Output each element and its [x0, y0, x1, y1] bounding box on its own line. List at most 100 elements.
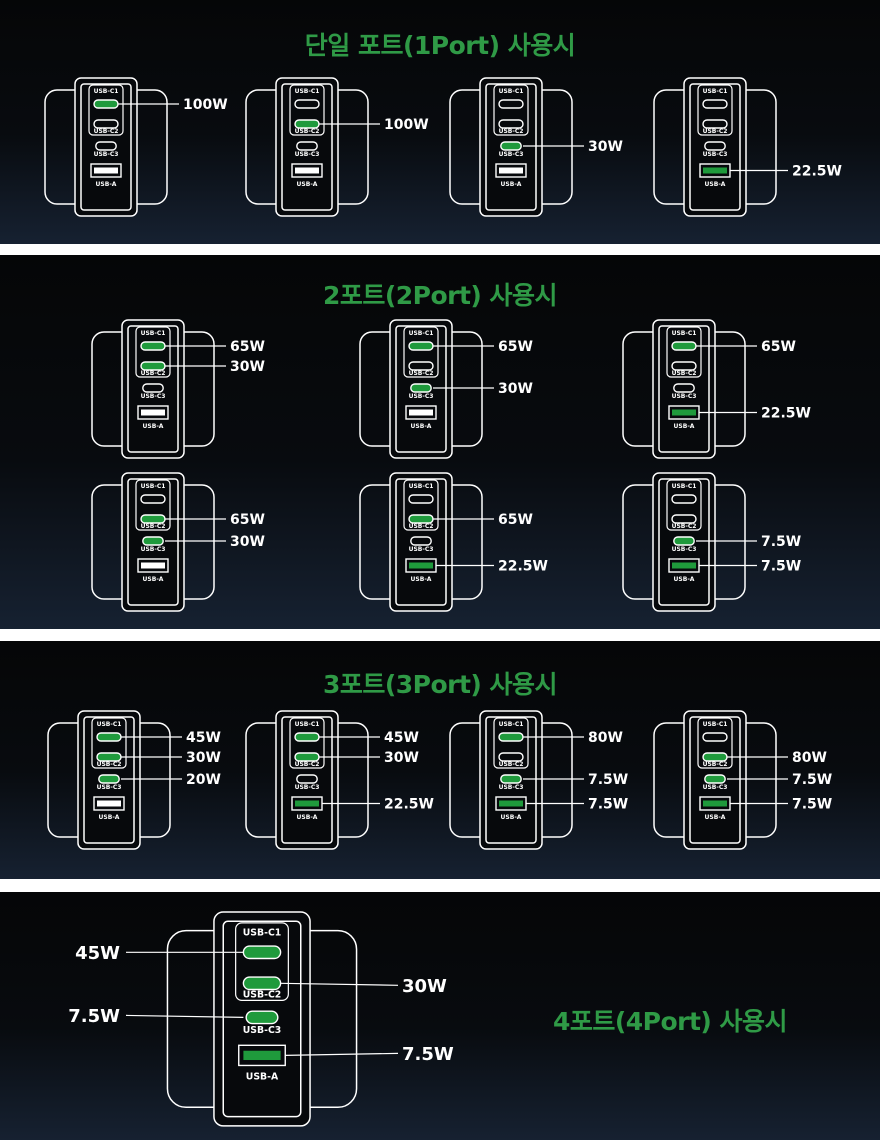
port-name-a: USB-A: [246, 1072, 279, 1083]
usb-a-tongue: [141, 562, 165, 569]
usb-c-group: [88, 84, 124, 136]
usb-c2-port: [498, 119, 524, 129]
prong-tab: [683, 77, 747, 217]
prong-tab: [275, 77, 339, 217]
port-name-c3: USB-C3: [141, 393, 166, 400]
port-strip: [127, 325, 179, 453]
power-label: 30W: [186, 750, 221, 766]
usb-a-tongue: [295, 167, 319, 174]
port-name-c3: USB-C3: [295, 784, 320, 791]
power-label: 22.5W: [761, 406, 811, 422]
port-name-a: USB-A: [297, 181, 318, 188]
usb-c2-port: [96, 752, 122, 762]
power-label: 65W: [230, 339, 265, 355]
usb-c1-port: [93, 99, 119, 109]
usb-c3-port: [142, 536, 164, 546]
port-name-c3: USB-C3: [672, 546, 697, 553]
port-name-a: USB-A: [501, 181, 522, 188]
port-name-c3: USB-C3: [409, 546, 434, 553]
usb-c-group: [135, 326, 171, 378]
usb-c3-port: [95, 141, 117, 151]
usb-a-tongue: [243, 1050, 281, 1061]
usb-c3-port: [98, 774, 120, 784]
usb-c-group: [697, 717, 733, 769]
port-name-c1: USB-C1: [672, 330, 697, 337]
port-name-a: USB-A: [99, 814, 120, 821]
power-label: 7.5W: [792, 797, 832, 813]
port-name-c1: USB-C1: [141, 483, 166, 490]
port-name-c2: USB-C2: [409, 523, 434, 530]
usb-c3-port: [296, 774, 318, 784]
usb-c1-port: [702, 732, 728, 742]
power-label: 22.5W: [498, 559, 548, 575]
usb-c-group: [289, 84, 325, 136]
power-label: 30W: [384, 750, 419, 766]
port-strip: [127, 478, 179, 606]
power-label: 45W: [384, 730, 419, 746]
usb-c-group: [235, 922, 289, 1001]
port-name-c3: USB-C3: [499, 784, 524, 791]
port-name-a: USB-A: [143, 576, 164, 583]
leader-line: [125, 1014, 244, 1018]
port-name-a: USB-A: [96, 181, 117, 188]
power-label: 65W: [498, 339, 533, 355]
leader-line: [285, 1052, 399, 1056]
prong-tab: [121, 319, 185, 459]
usb-c2-port: [408, 361, 434, 371]
usb-a-tongue: [94, 167, 118, 174]
power-label: 20W: [186, 772, 221, 788]
usb-c-group: [91, 717, 127, 769]
port-strip: [83, 716, 135, 844]
power-label: 45W: [75, 943, 120, 964]
usb-a-tongue: [703, 800, 727, 807]
port-name-c1: USB-C1: [499, 88, 524, 95]
port-name-a: USB-A: [705, 181, 726, 188]
usb-a-tongue: [499, 800, 523, 807]
port-name-c3: USB-C3: [141, 546, 166, 553]
usb-c2-port: [242, 976, 282, 991]
usb-c2-port: [294, 119, 320, 129]
port-name-c2: USB-C2: [409, 370, 434, 377]
port-name-c3: USB-C3: [409, 393, 434, 400]
port-strip: [485, 83, 537, 211]
power-label: 45W: [186, 730, 221, 746]
usb-c3-port: [673, 383, 695, 393]
usb-c1-port: [242, 945, 282, 960]
port-name-a: USB-A: [411, 576, 432, 583]
usb-c-group: [289, 717, 325, 769]
usb-a-tongue: [409, 409, 433, 416]
single-port-diagrams: USB-C1USB-C2USB-C3USB-A100WUSB-C1USB-C2U…: [44, 77, 842, 217]
power-label: 7.5W: [792, 772, 832, 788]
port-name-c1: USB-C1: [97, 721, 122, 728]
port-name-c2: USB-C2: [141, 370, 166, 377]
leader-line: [280, 982, 399, 986]
two-port-diagrams: USB-C1USB-C2USB-C3USB-A65W30WUSB-C1USB-C…: [91, 319, 811, 612]
power-label: 22.5W: [792, 164, 842, 180]
usb-c3-port: [410, 536, 432, 546]
usb-a-tongue: [409, 562, 433, 569]
power-label: 65W: [761, 339, 796, 355]
port-name-c3: USB-C3: [703, 151, 728, 158]
usb-c3-port: [704, 774, 726, 784]
port-name-c3: USB-C3: [94, 151, 119, 158]
usb-a-tongue: [295, 800, 319, 807]
usb-a-tongue: [703, 167, 727, 174]
usb-a-tongue: [672, 409, 696, 416]
power-label: 80W: [792, 750, 827, 766]
section-title: 4포트(4Port) 사용시: [552, 1007, 788, 1036]
power-label: 7.5W: [588, 772, 628, 788]
port-name-a: USB-A: [674, 423, 695, 430]
usb-a-tongue: [97, 800, 121, 807]
section-title: 단일 포트(1Port) 사용시: [304, 31, 576, 60]
port-name-c1: USB-C1: [409, 483, 434, 490]
port-strip: [281, 83, 333, 211]
usb-c-group: [493, 84, 529, 136]
usb-c1-port: [702, 99, 728, 109]
